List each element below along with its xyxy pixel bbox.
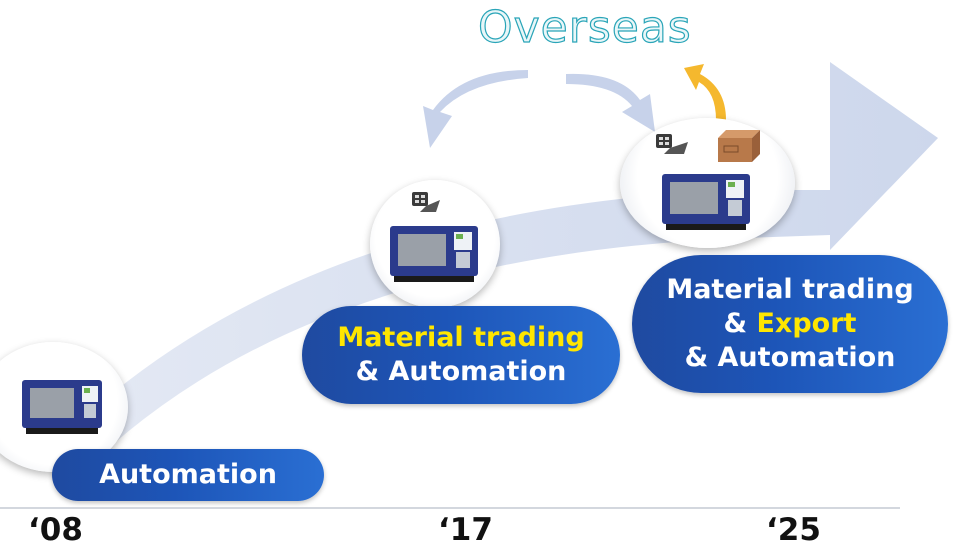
- stage-2025-label-ampersand: &: [723, 308, 757, 340]
- stage-2025-label-line-2: & Export: [724, 307, 857, 341]
- material-pellets-icon: [656, 134, 688, 154]
- year-2017: ‘17: [438, 512, 493, 548]
- cardboard-box-icon: [718, 130, 760, 162]
- stage-2025-label-line-1: Material trading: [666, 274, 914, 306]
- stage-2025-label-line-3: & Automation: [684, 341, 896, 373]
- year-2008: ‘08: [28, 512, 83, 548]
- stage-2008-label: Automation: [52, 449, 324, 501]
- stage-2017-circle: [370, 180, 500, 308]
- material-pellets-icon: [412, 192, 440, 212]
- year-2025: ‘25: [766, 512, 821, 548]
- timeline-baseline: [0, 507, 900, 509]
- stage-2017-label-line-2: & Automation: [355, 356, 567, 387]
- injection-machine-icon: [22, 380, 102, 434]
- stage-2017-label-line-1: Material trading: [337, 322, 585, 354]
- injection-machine-icon: [662, 174, 750, 230]
- stage-2008-label-line: Automation: [99, 459, 277, 491]
- injection-machine-icon: [390, 226, 478, 282]
- overseas-title: Overseas: [477, 1, 692, 53]
- stage-2025-circle: [620, 118, 795, 248]
- stage-2025-label-export: Export: [756, 308, 857, 340]
- stage-2017-label: Material trading & Automation: [302, 306, 620, 404]
- stage-2025-label: Material trading & Export & Automation: [632, 255, 948, 393]
